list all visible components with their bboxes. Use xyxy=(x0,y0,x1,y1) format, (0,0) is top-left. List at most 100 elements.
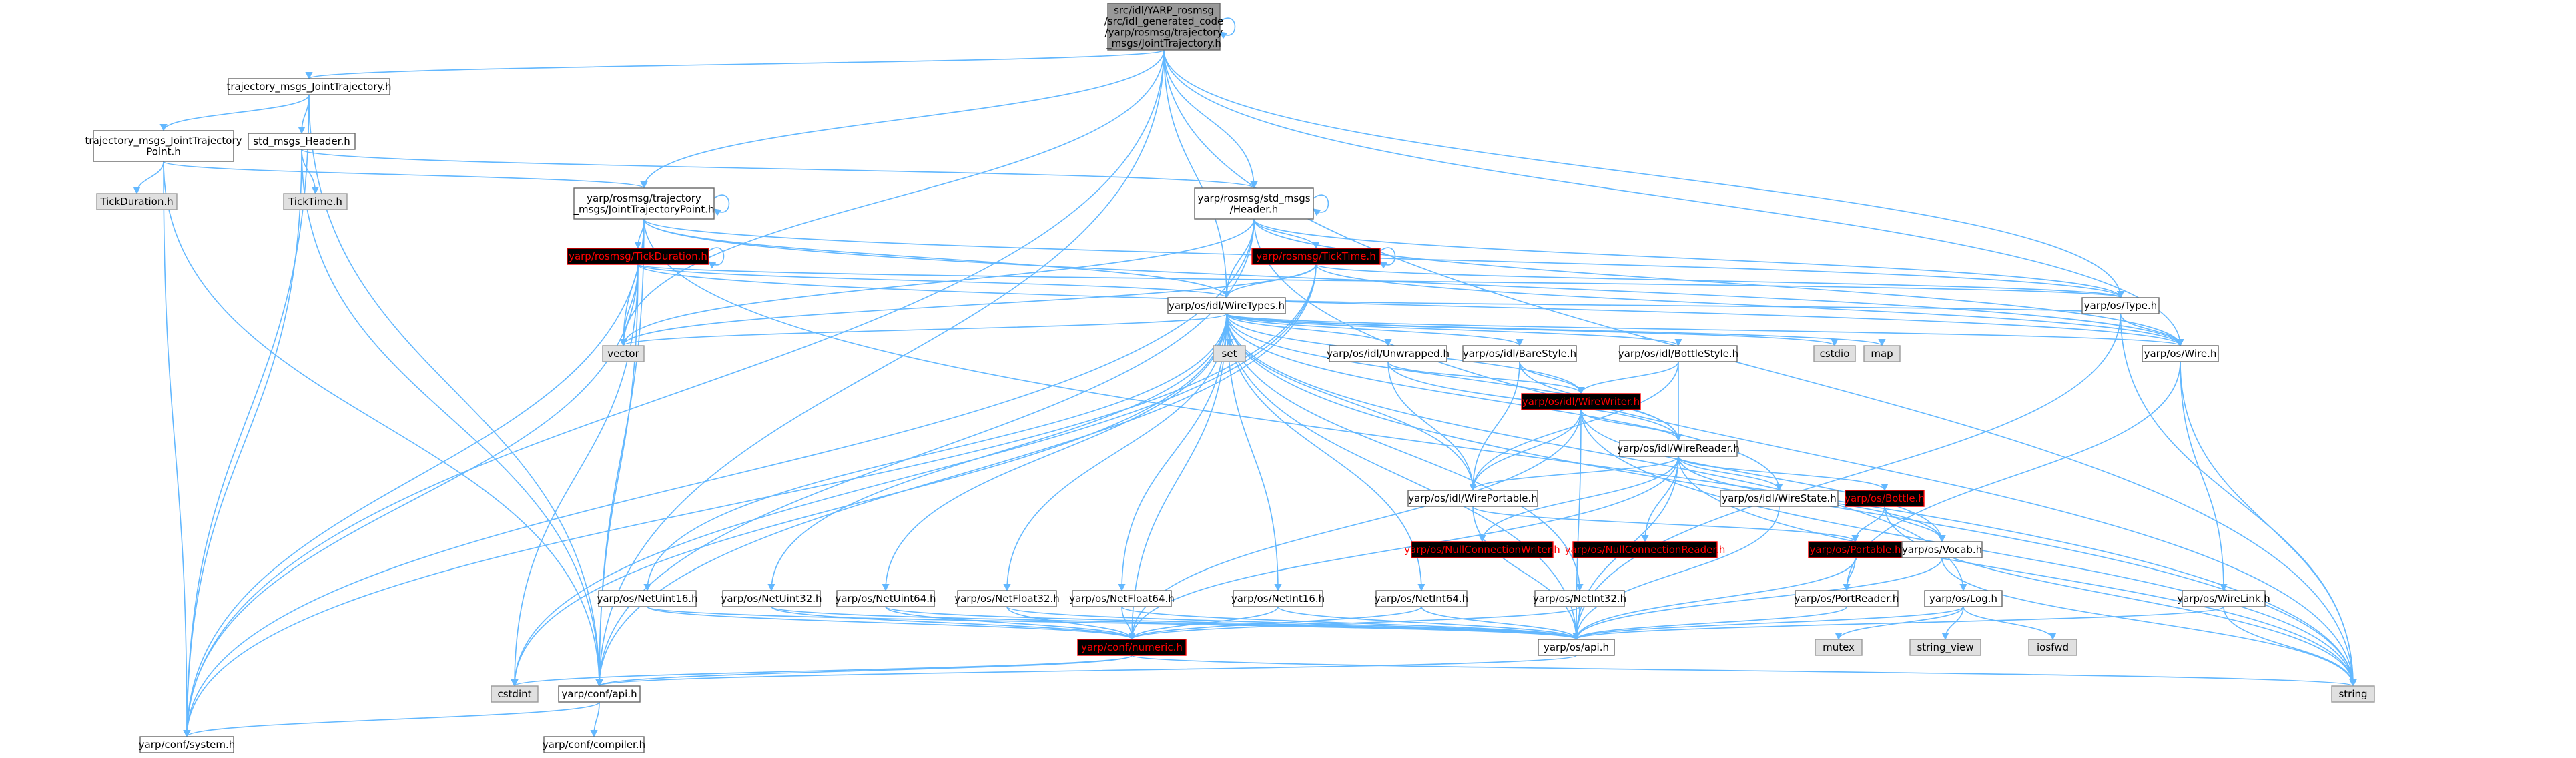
node-cstdint[interactable]: cstdint xyxy=(491,685,539,703)
node-yarp-os-netuint32-h[interactable]: yarp/os/NetUint32.h xyxy=(721,590,822,607)
node-yarp-os-nullconnectionreader-h[interactable]: yarp/os/NullConnectionReader.h xyxy=(1565,541,1726,558)
node-box xyxy=(1233,590,1323,607)
edge-vocab-to-os_api xyxy=(1572,557,1943,641)
node-yarp-os-idl-wirestate-h[interactable]: yarp/os/idl/WireState.h xyxy=(1720,490,1839,507)
node-map[interactable]: map xyxy=(1863,345,1901,362)
node-yarp-os-idl-barestyle-h[interactable]: yarp/os/idl/BareStyle.h xyxy=(1462,345,1577,362)
edge-root-to-vector xyxy=(619,49,1165,347)
edge-wiretypes-to-numeric xyxy=(1128,313,1227,641)
node-box xyxy=(1411,541,1554,558)
node-label: yarp/os/NetUint32.h xyxy=(721,593,822,605)
node-box xyxy=(228,78,390,95)
node-label: yarp/conf/compiler.h xyxy=(543,739,645,751)
edge-netint64-to-numeric xyxy=(1128,606,1422,641)
edge-wireportable-to-os_api xyxy=(1472,506,1580,641)
node-label: yarp/os/idl/WireReader.h xyxy=(1617,442,1740,454)
node-string[interactable]: string xyxy=(2331,685,2375,703)
node-box xyxy=(1901,541,1983,558)
node-yarp-os-idl-wirewriter-h[interactable]: yarp/os/idl/WireWriter.h xyxy=(1521,393,1641,410)
node-yarp-os-nullconnectionwriter-h[interactable]: yarp/os/NullConnectionWriter.h xyxy=(1404,541,1560,558)
edge-wiretypes-to-cstdio xyxy=(1226,313,1839,347)
edge-wiretypes-to-netint16 xyxy=(1226,313,1282,592)
node-box xyxy=(957,590,1057,607)
node-yarp-os-netfloat64-h[interactable]: yarp/os/NetFloat64.h xyxy=(1069,590,1175,607)
node-label: TickDuration.h xyxy=(99,196,173,208)
node-yarp-os-log-h[interactable]: yarp/os/Log.h xyxy=(1924,590,2003,607)
node-yarp-os-netint32-h[interactable]: yarp/os/NetInt32.h xyxy=(1533,590,1626,607)
node-yarp-os-bottle-h[interactable]: yarp/os/Bottle.h xyxy=(1845,490,1925,507)
node-yarp-os-netfloat32-h[interactable]: yarp/os/NetFloat32.h xyxy=(954,590,1060,607)
node-label: vector xyxy=(607,348,639,360)
node-yarp-rosmsg-ticktime-h[interactable]: yarp/rosmsg/TickTime.h xyxy=(1251,248,1381,265)
edge-portreader-to-os_api xyxy=(1572,606,1847,641)
node-label: yarp/os/NetInt32.h xyxy=(1533,593,1626,605)
node-label: yarp/os/idl/Unwrapped.h xyxy=(1327,348,1450,360)
node-yarp-os-api-h[interactable]: yarp/os/api.h xyxy=(1538,639,1615,656)
node-box xyxy=(1538,639,1615,656)
node-ticktime-h[interactable]: TickTime.h xyxy=(283,193,348,210)
node-label: yarp/os/Vocab.h xyxy=(1902,544,1982,556)
node-src-idl-yarp-rosmsg-src-idl-generated-code-yarp-rosmsg-trajectory-msgs-jointtrajectory-h[interactable]: src/idl/YARP_rosmsg/src/idl_generated_co… xyxy=(1104,3,1224,51)
node-yarp-os-vocab-h[interactable]: yarp/os/Vocab.h xyxy=(1901,541,1983,558)
node-yarp-os-portreader-h[interactable]: yarp/os/PortReader.h xyxy=(1795,590,1899,607)
node-tickduration-h[interactable]: TickDuration.h xyxy=(96,193,178,210)
node-yarp-conf-system-h[interactable]: yarp/conf/system.h xyxy=(139,736,236,753)
node-yarp-os-type-h[interactable]: yarp/os/Type.h xyxy=(2081,297,2160,314)
node-vector[interactable]: vector xyxy=(602,345,645,362)
node-iosfwd[interactable]: iosfwd xyxy=(2028,639,2077,656)
node-box xyxy=(1462,345,1577,362)
edge-wiretypes-to-vector xyxy=(619,313,1227,347)
node-label: yarp/conf/system.h xyxy=(139,739,236,751)
edge-wiretypes-to-netfloat64 xyxy=(1118,313,1227,592)
node-trajectory-msgs-jointtrajectory-h[interactable]: trajectory_msgs_JointTrajectory.h xyxy=(226,78,392,95)
node-mutex[interactable]: mutex xyxy=(1815,639,1863,656)
edge-conf_api-to-conf_system xyxy=(183,701,600,738)
node-yarp-os-netuint16-h[interactable]: yarp/os/NetUint16.h xyxy=(597,590,698,607)
node-yarp-conf-api-h[interactable]: yarp/conf/api.h xyxy=(558,685,641,703)
node-cstdio[interactable]: cstdio xyxy=(1813,345,1856,362)
node-label: string xyxy=(2338,688,2367,700)
edge-yr_ticktime-to-vector xyxy=(619,264,1317,347)
node-yarp-os-idl-wireportable-h[interactable]: yarp/os/idl/WirePortable.h xyxy=(1407,490,1538,507)
node-trajectory-msgs-jointtrajectorypoint-h[interactable]: trajectory_msgs_JointTrajectoryPoint.h xyxy=(85,130,242,162)
node-box xyxy=(598,590,697,607)
node-box xyxy=(1407,490,1538,507)
edge-bottle-to-string xyxy=(1884,506,2357,687)
edge-bottlestyle-to-wireportable xyxy=(1469,361,1679,492)
edge-unwrapped-to-wireportable xyxy=(1387,361,1477,492)
edge-wirereader-to-nullreader xyxy=(1641,456,1679,543)
edge-numeric-to-string xyxy=(1131,655,2356,687)
node-yarp-rosmsg-std-msgs-header-h[interactable]: yarp/rosmsg/std_msgs/Header.h xyxy=(1194,187,1314,220)
node-string-view[interactable]: string_view xyxy=(1909,639,1981,656)
node-yarp-os-idl-bottlestyle-h[interactable]: yarp/os/idl/BottleStyle.h xyxy=(1618,345,1738,362)
node-yarp-rosmsg-tickduration-h[interactable]: yarp/rosmsg/TickDuration.h xyxy=(567,248,709,265)
node-box xyxy=(836,590,935,607)
node-yarp-os-idl-wirereader-h[interactable]: yarp/os/idl/WireReader.h xyxy=(1617,440,1740,457)
node-yarp-rosmsg-trajectory-msgs-jointtrajectorypoint-h[interactable]: yarp/rosmsg/trajectory_msgs/JointTraject… xyxy=(573,187,715,220)
node-box xyxy=(543,736,645,753)
node-box xyxy=(1619,345,1738,362)
edge-wiretypes-to-barestyle xyxy=(1226,313,1524,347)
node-yarp-conf-numeric-h[interactable]: yarp/conf/numeric.h xyxy=(1077,639,1187,656)
node-yarp-os-wire-h[interactable]: yarp/os/Wire.h xyxy=(2142,345,2219,362)
node-yarp-os-wirelink-h[interactable]: yarp/os/WireLink.h xyxy=(2177,590,2270,607)
node-yarp-os-netuint64-h[interactable]: yarp/os/NetUint64.h xyxy=(835,590,936,607)
edge-yr_header-to-yr_header xyxy=(1313,194,1329,216)
node-label: yarp/os/Wire.h xyxy=(2144,348,2217,360)
node-label: map xyxy=(1871,348,1893,360)
node-label: yarp/os/Type.h xyxy=(2084,300,2158,312)
node-set[interactable]: set xyxy=(1213,345,1246,362)
edge-netint16-to-numeric xyxy=(1128,606,1279,641)
edge-wiretypes-to-netuint32 xyxy=(767,313,1227,592)
node-label: yarp/os/NullConnectionWriter.h xyxy=(1404,544,1560,556)
node-std-msgs-header-h[interactable]: std_msgs_Header.h xyxy=(248,133,356,150)
node-yarp-os-netint16-h[interactable]: yarp/os/NetInt16.h xyxy=(1231,590,1325,607)
node-yarp-os-netint64-h[interactable]: yarp/os/NetInt64.h xyxy=(1375,590,1468,607)
edge-wirewriter-to-vocab xyxy=(1580,409,1946,543)
node-yarp-conf-compiler-h[interactable]: yarp/conf/compiler.h xyxy=(543,736,645,753)
node-yarp-os-portable-h[interactable]: yarp/os/Portable.h xyxy=(1808,541,1903,558)
node-yarp-os-idl-wiretypes-h[interactable]: yarp/os/idl/WireTypes.h xyxy=(1167,297,1286,314)
node-yarp-os-idl-unwrapped-h[interactable]: yarp/os/idl/Unwrapped.h xyxy=(1327,345,1450,362)
edge-wire_h-to-string xyxy=(2180,361,2357,687)
